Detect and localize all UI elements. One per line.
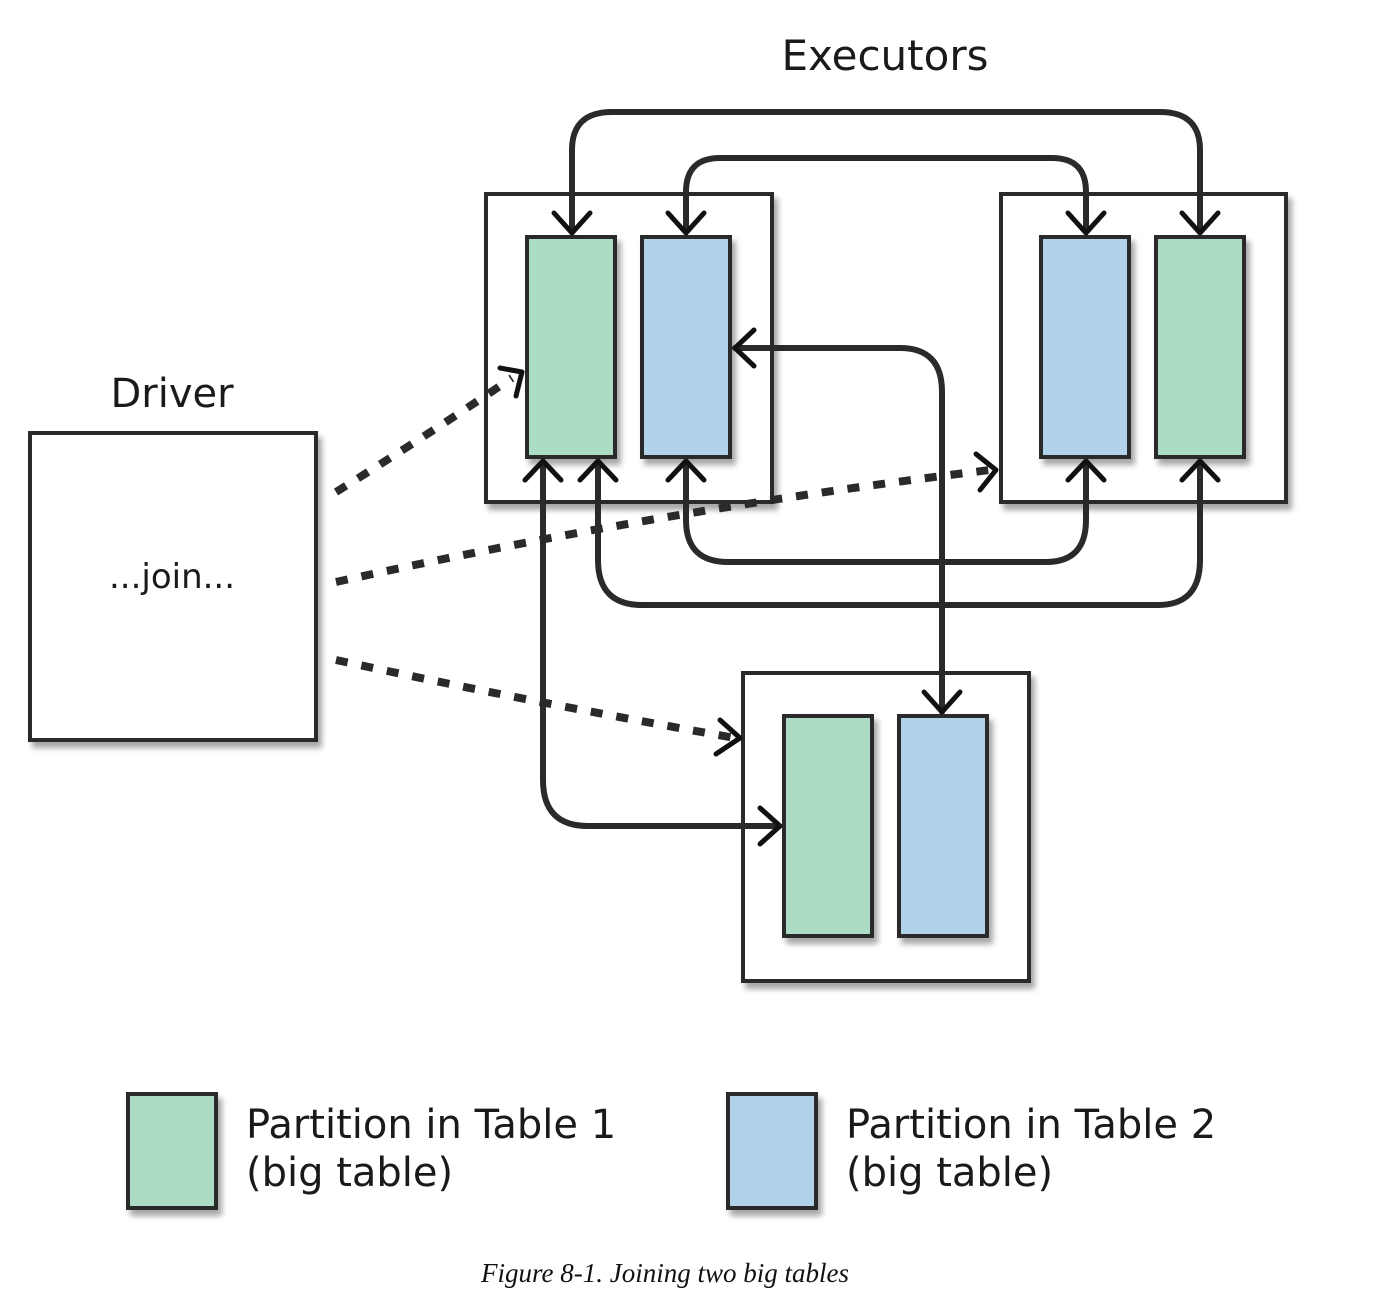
- driver-box: ...join...: [28, 431, 318, 742]
- arrowhead-icon: [1065, 458, 1107, 483]
- arrowhead-icon: [522, 458, 564, 483]
- arrowhead-icon: [1179, 458, 1221, 483]
- arrowhead-icon: [497, 365, 525, 399]
- executors-title: Executors: [782, 31, 989, 80]
- legend-swatch-table2: [726, 1092, 818, 1210]
- arrow-driver-to-executor-bottom: [335, 656, 736, 742]
- partition-table2: [897, 714, 989, 938]
- legend-item-table1: Partition in Table 1 (big table): [126, 1092, 616, 1210]
- legend-label-table1-line1: Partition in Table 1: [246, 1102, 616, 1148]
- shuffle-arrows: [540, 109, 1203, 829]
- partition-table1: [1154, 235, 1246, 459]
- legend-swatch-table1: [126, 1092, 218, 1210]
- executor-bottom: [741, 671, 1031, 983]
- legend-label-table1-line2: (big table): [246, 1150, 453, 1196]
- legend: Partition in Table 1 (big table) Partiti…: [126, 1092, 1216, 1210]
- arrowhead-icon: [757, 805, 783, 847]
- arrowhead-icon: [1065, 210, 1107, 236]
- legend-label-table2-line2: (big table): [846, 1150, 1053, 1196]
- arrowhead-icon: [732, 327, 757, 369]
- arrowhead-icon: [921, 689, 963, 715]
- arrowhead-icon: [577, 458, 619, 483]
- partition-table2: [1039, 235, 1131, 459]
- arrow-shuffle: [732, 345, 945, 715]
- executor-top-right: [999, 192, 1288, 504]
- executor-top-left: [484, 192, 774, 504]
- partition-table2: [640, 235, 732, 459]
- arrowhead-icon: [665, 458, 707, 483]
- arrow-shuffle: [540, 461, 781, 829]
- driver-task-arrows: [333, 374, 991, 742]
- figure-caption: Figure 8-1. Joining two big tables: [481, 1258, 849, 1288]
- arrowhead-icon: [551, 210, 593, 236]
- legend-label-table2-line1: Partition in Table 2: [846, 1102, 1216, 1148]
- arrow-shuffle: [683, 155, 1089, 235]
- driver-title: Driver: [110, 371, 234, 417]
- arrow-shuffle: [595, 461, 1203, 608]
- arrowhead-icon: [665, 210, 707, 236]
- arrowhead-icon: [1179, 210, 1221, 236]
- driver-content: ...join...: [109, 557, 235, 597]
- arrow-driver-to-executor-top-left: [333, 374, 515, 496]
- arrowhead-icon: [973, 451, 999, 493]
- arrow-shuffle: [683, 461, 1089, 565]
- partition-table1: [782, 714, 874, 938]
- arrow-shuffle: [569, 109, 1203, 235]
- arrow-heads: [497, 210, 1221, 847]
- legend-item-table2: Partition in Table 2 (big table): [726, 1092, 1216, 1210]
- arrowhead-icon: [713, 717, 743, 757]
- partition-table1: [525, 235, 617, 459]
